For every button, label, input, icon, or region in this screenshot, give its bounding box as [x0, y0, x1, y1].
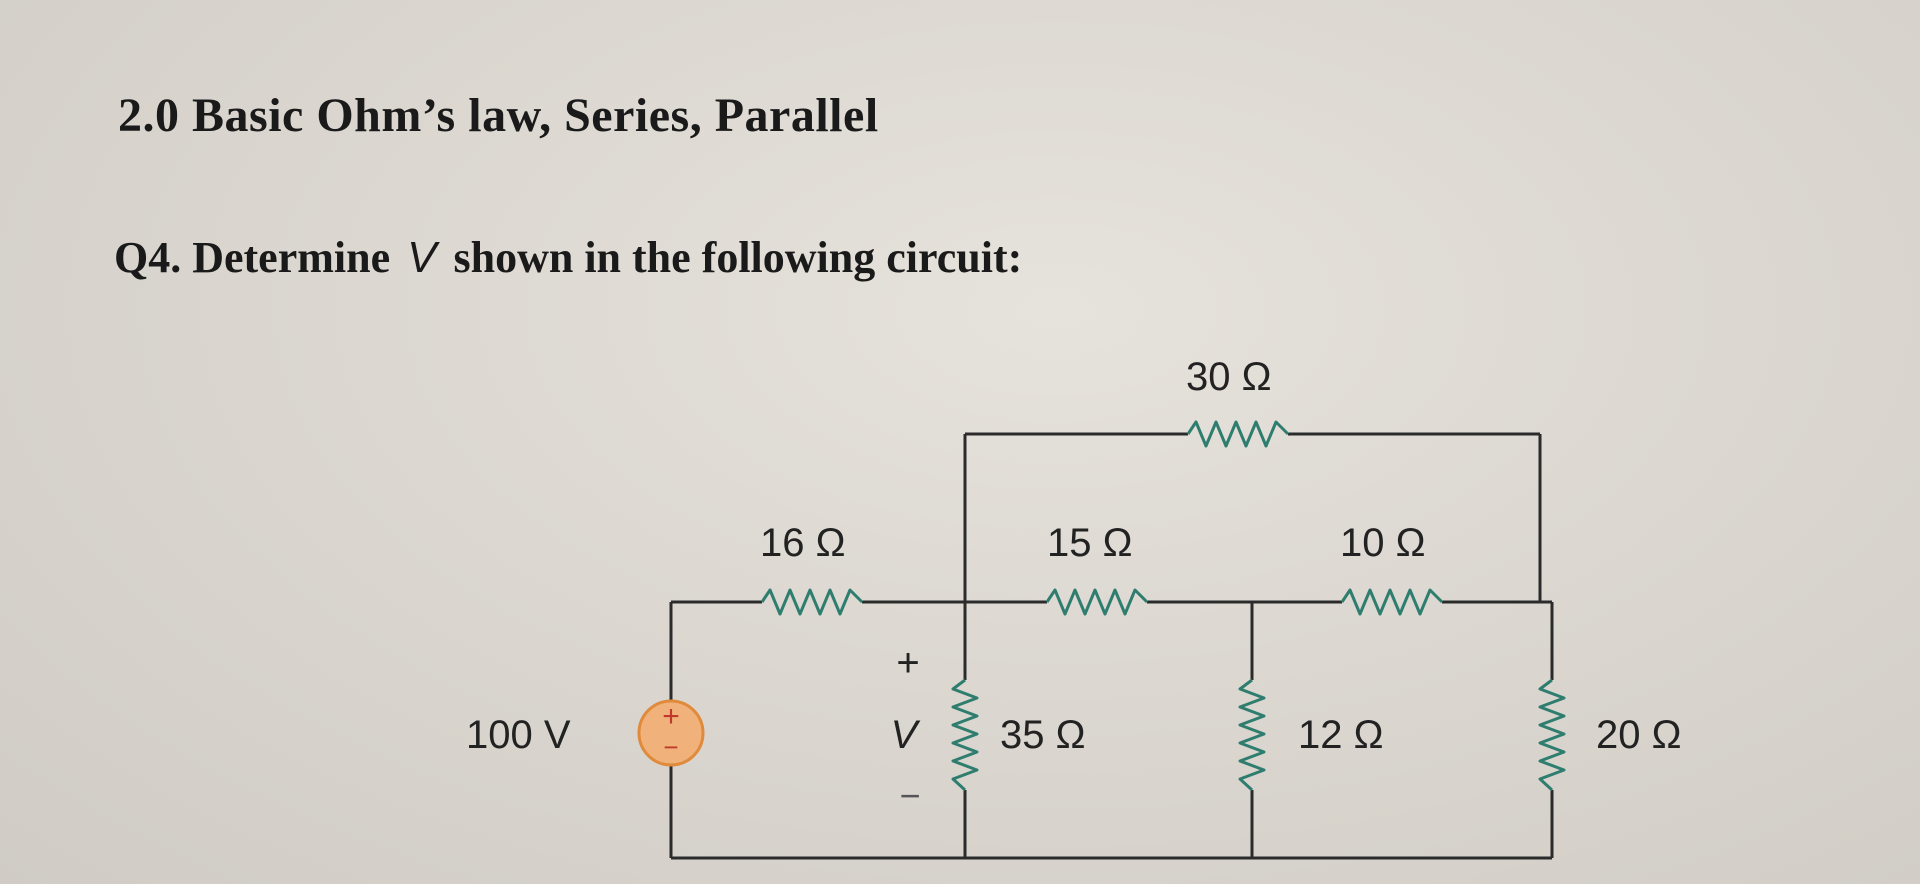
source-plus-sign: + [662, 700, 680, 733]
circuit-wires [669, 432, 1554, 860]
voltage-source-icon [637, 699, 705, 767]
resistor-16-label: 16 Ω [760, 521, 846, 565]
resistor-12-symbol [1238, 678, 1266, 792]
voltage-source: + − [637, 699, 705, 767]
section-title: 2.0 Basic Ohm’s law, Series, Parallel [118, 89, 879, 142]
resistor-10-label: 10 Ω [1340, 521, 1426, 565]
resistor-30-label: 30 Ω [1186, 355, 1272, 399]
resistor-16-symbol [760, 588, 864, 616]
voltage-plus-marker: + [896, 641, 919, 685]
resistor-20-symbol [1538, 678, 1566, 792]
question-text: Q4. Determine V shown in the following c… [114, 232, 1022, 283]
resistor-15-label: 15 Ω [1047, 521, 1133, 565]
source-minus-sign: − [663, 732, 678, 762]
resistor-35-symbol [951, 678, 979, 792]
resistor-15-symbol [1045, 588, 1149, 616]
question-suffix: shown in the following circuit: [453, 233, 1023, 282]
resistor-12-label: 12 Ω [1298, 713, 1384, 757]
resistor-10-symbol [1340, 588, 1444, 616]
resistor-30-symbol [1186, 420, 1290, 448]
question-variable: V [407, 233, 437, 282]
voltage-variable-label: V [891, 713, 921, 757]
question-prefix: Q4. Determine [114, 233, 391, 282]
voltage-minus-marker: − [899, 775, 920, 816]
resistor-35-label: 35 Ω [1000, 713, 1086, 757]
resistor-20-label: 20 Ω [1596, 713, 1682, 757]
source-label: 100 V [466, 713, 571, 757]
